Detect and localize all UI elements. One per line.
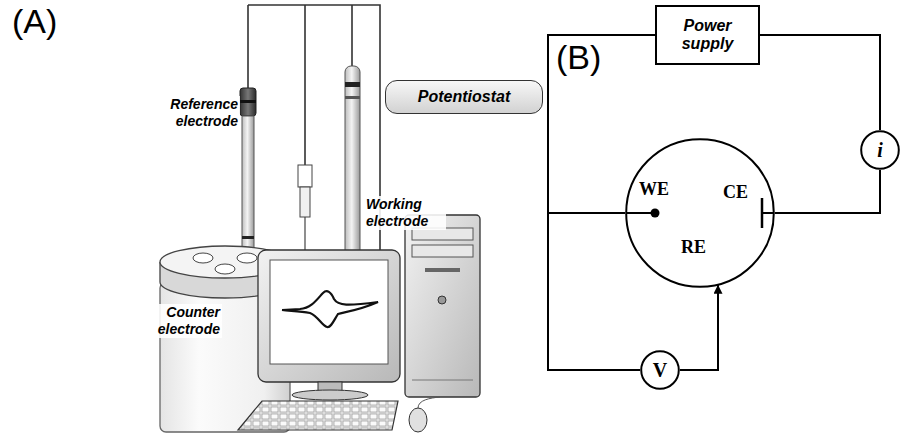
ammeter-symbol: i <box>860 130 900 170</box>
node-label: WE <box>639 180 669 198</box>
electrode-label: Working electrode <box>364 196 446 230</box>
node-label: Potentiostat <box>418 88 510 106</box>
node-label: V <box>653 360 667 380</box>
cell-circle: WE CE RE <box>625 138 775 288</box>
panel-label: (A) <box>12 4 57 38</box>
circuit-wire <box>775 170 880 213</box>
circuit-wire <box>680 285 718 370</box>
cell-outline <box>625 138 775 288</box>
node-label: RE <box>681 238 706 256</box>
voltmeter-symbol: V <box>640 350 680 390</box>
node-label: CE <box>723 183 748 201</box>
electrode-label: Counter electrode <box>142 304 222 338</box>
node-label: Power supply <box>672 17 744 54</box>
power-supply-box: Power supply <box>655 5 760 65</box>
node-label: i <box>877 140 883 160</box>
reference-electrode <box>240 88 256 258</box>
panel-label: (B) <box>556 40 601 74</box>
circuit-wire <box>760 35 880 130</box>
electrode-label: Reference electrode <box>160 96 240 130</box>
potentiostat-box: Potentiostat <box>385 80 543 114</box>
computer-illustration <box>238 215 480 432</box>
